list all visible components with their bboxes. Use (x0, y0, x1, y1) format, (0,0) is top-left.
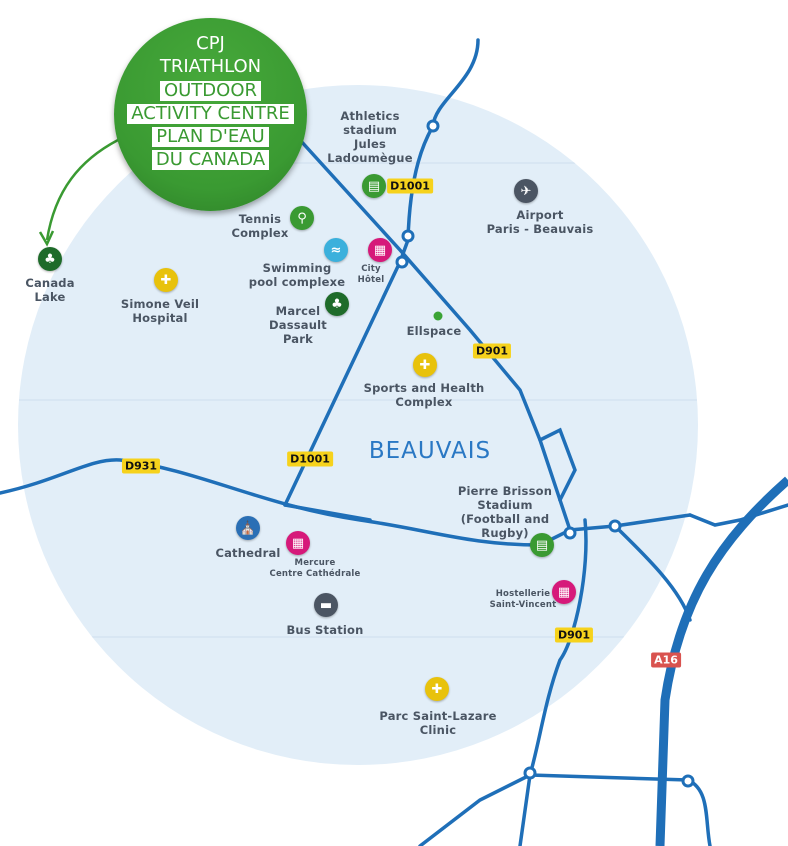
road-badge-d901: D901 (554, 627, 594, 643)
airplane-icon[interactable]: ✈ (514, 179, 538, 203)
hero-box: ACTIVITY CENTRE (127, 104, 294, 124)
hotel-icon[interactable]: ▦ (286, 531, 310, 555)
hero-box: PLAN D'EAU (152, 127, 269, 147)
dot-icon[interactable] (433, 311, 443, 321)
poi-label-line: Sports and Health (363, 381, 485, 395)
tree-icon[interactable]: ♣ (38, 247, 62, 271)
poi-label-line: pool complexe (248, 275, 346, 289)
poi-label-line: Simone Veil (120, 297, 200, 311)
poi-label-line: Ladoumègue (327, 151, 413, 165)
medical-cross-icon[interactable]: ✚ (425, 677, 449, 701)
poi-label-line: Complex (231, 226, 289, 240)
poi-label-line: Marcel (275, 304, 321, 318)
poi-label-line: Parc Saint-Lazare (379, 709, 497, 723)
poi-label-line: Ellspace (406, 324, 462, 338)
hero-line-2: TRIATHLON (159, 56, 262, 77)
poi-label-line: Complex (395, 395, 453, 409)
poi-label-bus-station[interactable]: Bus Station (286, 623, 363, 637)
road-d901-south (518, 518, 588, 846)
poi-label-line: Lake (34, 290, 66, 304)
road-badge-d1001: D1001 (387, 178, 433, 194)
cathedral-icon[interactable]: ⛪ (236, 516, 260, 540)
stadium-icon[interactable]: ▤ (362, 174, 386, 198)
poi-label-line: Athletics (340, 109, 400, 123)
poi-label-cathedral[interactable]: Cathedral (215, 546, 280, 560)
road-badge-d931: D931 (121, 458, 161, 474)
poi-label-line: Bus Station (286, 623, 364, 637)
poi-label-line: Pierre Brisson (457, 484, 553, 498)
poi-label-line: Rugby) (481, 526, 529, 540)
city-area-circle (18, 85, 698, 765)
tree-icon[interactable]: ♣ (325, 292, 349, 316)
road-badge-d901: D901 (472, 343, 512, 359)
poi-label-line: Centre Cathédrale (269, 569, 361, 579)
poi-label-line: Stadium (477, 498, 533, 512)
medical-cross-icon[interactable]: ✚ (413, 353, 437, 377)
poi-label-line: Swimming (262, 261, 332, 275)
hotel-icon[interactable]: ▦ (552, 580, 576, 604)
poi-label-line: Clinic (419, 723, 457, 737)
poi-label-line: stadium (343, 123, 397, 137)
road-d931 (0, 458, 692, 547)
swimmer-icon[interactable]: ≈ (324, 238, 348, 262)
poi-label-line: Tennis (238, 212, 282, 226)
pointer-arrow (45, 138, 119, 241)
poi-label-line: Hostellerie (495, 589, 551, 599)
road-badge-a16: A16 (651, 652, 681, 668)
poi-label-line: Dassault (269, 318, 327, 332)
poi-label-line: Hôtel (357, 275, 385, 285)
tennis-icon[interactable]: ⚲ (290, 206, 314, 230)
poi-label-line: Paris - Beauvais (486, 222, 594, 236)
city-label: BEAUVAIS (368, 438, 492, 464)
poi-label-line: Hospital (132, 311, 188, 325)
poi-label-line: City (361, 264, 381, 274)
cpj-triathlon-badge: CPJ TRIATHLON OUTDOOR ACTIVITY CENTRE PL… (114, 18, 307, 211)
poi-label-line: Canada (25, 276, 75, 290)
hero-box: DU CANADA (151, 150, 270, 170)
hero-line-1: CPJ (196, 33, 225, 54)
poi-label-line: Saint-Vincent (489, 600, 557, 610)
bus-icon[interactable]: ▬ (314, 593, 338, 617)
poi-label-line: Airport (516, 208, 564, 222)
road-a16 (655, 476, 788, 846)
poi-label-line: Jules (353, 137, 387, 151)
road-badge-d1001: D1001 (287, 451, 333, 467)
poi-label-line: (Football and (460, 512, 550, 526)
hotel-icon[interactable]: ▦ (368, 238, 392, 262)
poi-label-line: Cathedral (215, 546, 281, 560)
medical-cross-icon[interactable]: ✚ (154, 268, 178, 292)
stadium-icon[interactable]: ▤ (530, 533, 554, 557)
hero-box: OUTDOOR (159, 81, 262, 101)
poi-label-ellspace[interactable]: Ellspace (407, 324, 462, 338)
poi-label-line: Park (282, 332, 313, 346)
poi-label-line: Mercure (294, 558, 336, 568)
